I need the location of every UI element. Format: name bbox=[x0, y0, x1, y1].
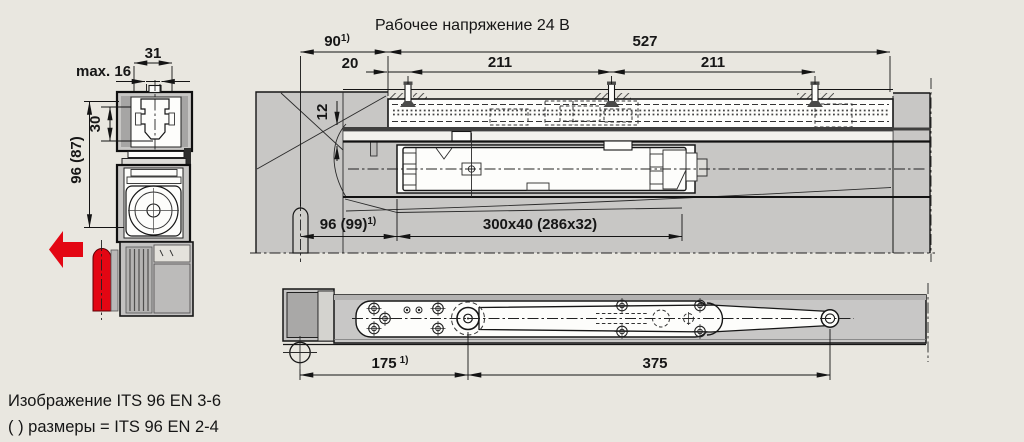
main-section-view bbox=[250, 78, 935, 262]
fixing-hatch bbox=[797, 93, 814, 99]
jamb-outline bbox=[255, 91, 388, 253]
rail-flange bbox=[343, 127, 893, 131]
dim-hinge-side-offset: 901) bbox=[300, 33, 891, 206]
arm-slide-shoe bbox=[451, 130, 472, 142]
closer-top-plate-2 bbox=[126, 176, 182, 184]
dim-top-gap: 12 bbox=[314, 101, 340, 161]
head-wall-right bbox=[181, 96, 188, 147]
door-core-block bbox=[153, 263, 191, 314]
arm-plate bbox=[127, 151, 185, 158]
dim-label-90: 901) bbox=[324, 33, 350, 50]
slide-rail bbox=[387, 98, 894, 129]
left-section-view: 31 max. 16 30 96 (87) bbox=[49, 45, 194, 320]
fixing-hatch bbox=[594, 93, 611, 99]
plate-hole-center bbox=[405, 308, 409, 312]
dim-door-cutout: 300x40 (286x32) bbox=[396, 216, 683, 240]
dim-arm-length: 375 bbox=[467, 355, 831, 378]
notch-mark bbox=[159, 249, 164, 257]
arm-channel-strip bbox=[342, 130, 894, 142]
frame-stop bbox=[184, 148, 191, 170]
dim-rail-length: 527 bbox=[387, 33, 891, 55]
dim-label-cutout: 300x40 (286x32) bbox=[483, 216, 597, 233]
miter-line-2 bbox=[256, 95, 387, 170]
cap-spacer bbox=[317, 290, 335, 342]
seal-pin-plan bbox=[292, 207, 309, 254]
cutout-floor-line bbox=[396, 207, 683, 213]
hold-open-unit-hidden bbox=[489, 100, 853, 128]
dim-label-96-87: 96 (87) bbox=[68, 136, 85, 184]
dim-label-375: 375 bbox=[642, 355, 667, 372]
dim-label-527: 527 bbox=[632, 33, 657, 50]
slot-end-bracket bbox=[706, 302, 724, 336]
caption-line-2: ( ) размеры = ITS 96 EN 2-4 bbox=[8, 418, 219, 436]
plate-hole bbox=[403, 306, 411, 314]
hinge-swing-arc bbox=[333, 123, 347, 198]
title-note: Рабочее напряжение 24 В bbox=[375, 17, 570, 34]
seal-brush-lines bbox=[129, 249, 149, 311]
dim-overall-height: 96 (87) bbox=[68, 101, 124, 228]
slide-tab-right bbox=[168, 112, 175, 126]
dim-label-20: 20 bbox=[342, 55, 359, 72]
door-swing-curve bbox=[345, 187, 892, 212]
plate-hole bbox=[415, 306, 423, 314]
dim-label-31: 31 bbox=[145, 45, 162, 62]
end-cap bbox=[286, 292, 319, 338]
caption-line-1: Изображение ITS 96 EN 3-6 bbox=[8, 392, 221, 410]
closer-end-view bbox=[125, 185, 182, 237]
datum-crosshair bbox=[283, 336, 317, 369]
dim-label-96-99: 96 (99)1) bbox=[320, 216, 376, 233]
red-direction-arrow bbox=[49, 231, 83, 268]
fixing-hatch bbox=[390, 93, 407, 99]
plate-hole-center bbox=[417, 308, 421, 312]
channel-top-shade bbox=[334, 295, 926, 300]
miter-line bbox=[280, 92, 344, 151]
dim-label-211b: 211 bbox=[701, 54, 725, 71]
slide-tab-left bbox=[135, 112, 142, 126]
frame-right-block bbox=[893, 93, 930, 253]
dim-max-adjustment: max. 16 bbox=[76, 63, 190, 92]
fixing-hatch bbox=[820, 93, 834, 99]
dim-label-max16: max. 16 bbox=[76, 63, 131, 80]
bevel-line bbox=[344, 198, 398, 213]
arm-plate-2 bbox=[121, 158, 187, 165]
dim-fixing-spacing: 211 211 bbox=[408, 54, 816, 84]
pin-guide-strip bbox=[110, 249, 119, 312]
seal-bolt bbox=[370, 141, 378, 157]
smoke-seal-pin bbox=[92, 248, 112, 312]
notch-mark bbox=[169, 249, 174, 257]
fixing-hatch bbox=[617, 93, 631, 99]
dim-channel-width: 31 bbox=[133, 45, 173, 91]
dim-label-12: 12 bbox=[314, 104, 331, 121]
dim-label-211a: 211 bbox=[488, 54, 512, 71]
fixing-hatch bbox=[413, 93, 427, 99]
head-wall-left bbox=[121, 96, 131, 147]
closer-top-plate bbox=[130, 169, 178, 177]
